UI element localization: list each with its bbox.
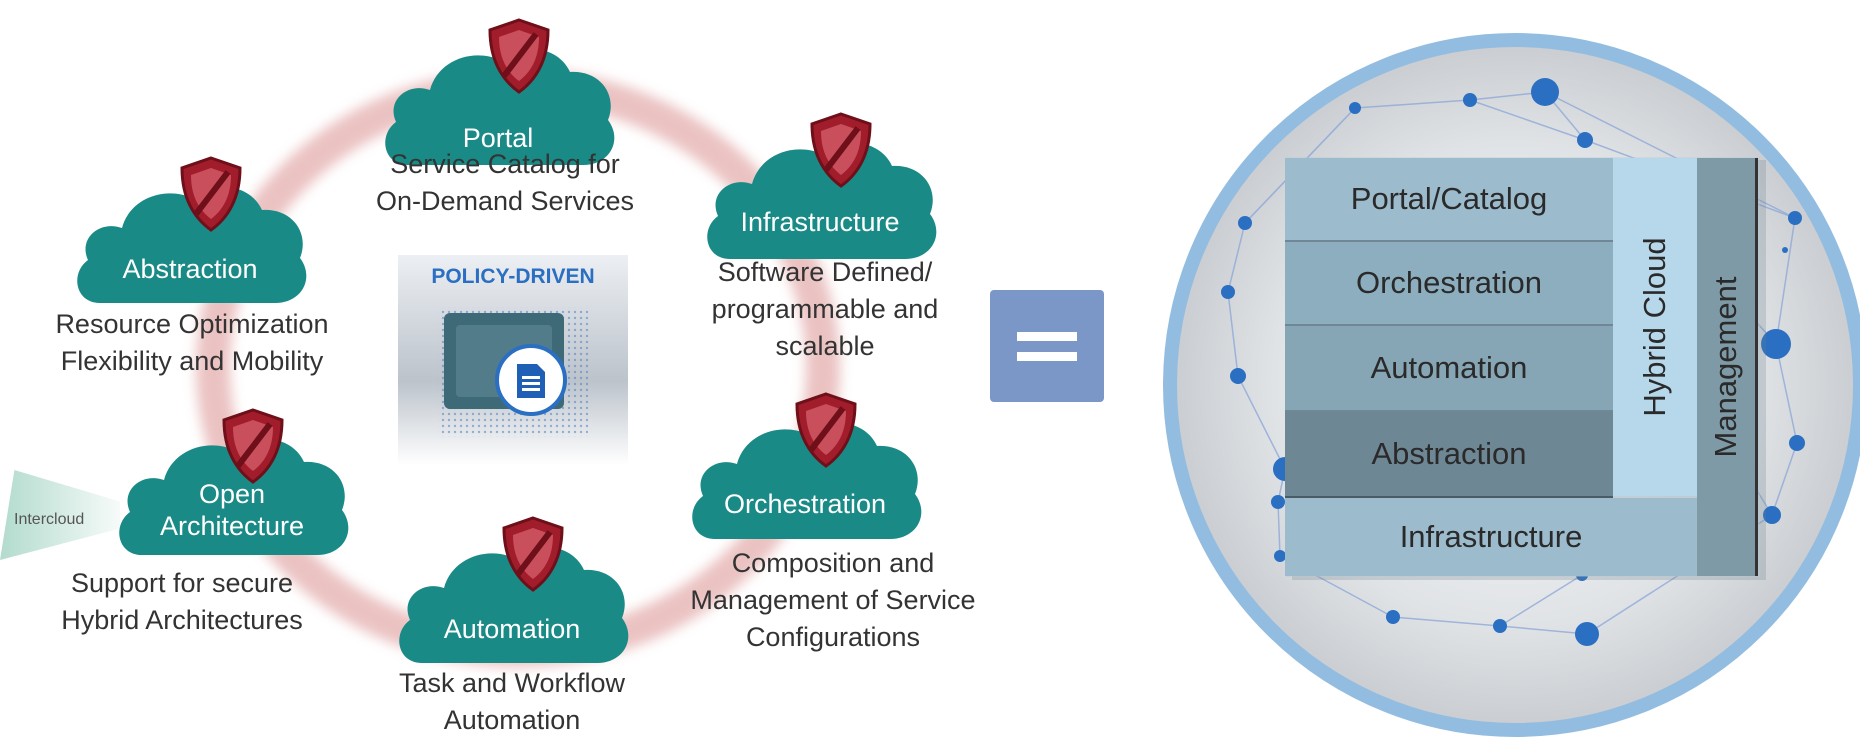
network-link — [1227, 291, 1239, 377]
equals-bar-top — [1017, 332, 1077, 341]
cloud-label-line: Orchestration — [723, 489, 887, 519]
description-line: Composition and — [731, 548, 935, 578]
layer-automation: Automation — [1285, 326, 1613, 412]
equals-symbol — [990, 290, 1104, 402]
network-link — [1469, 99, 1586, 141]
shield-icon — [180, 156, 242, 232]
cloud-infrastructure: Infrastructure — [700, 112, 940, 264]
network-link — [1237, 375, 1286, 470]
description-line: programmable and — [711, 294, 939, 324]
layer-infrastructure-label: Infrastructure — [1399, 519, 1583, 554]
cloud-label-line: Automation — [443, 614, 581, 644]
network-link — [1392, 616, 1501, 627]
shield-icon — [222, 408, 284, 484]
hybrid-cloud-column — [1613, 158, 1697, 496]
network-node — [1782, 247, 1788, 253]
cloud-infrastructure-label: Infrastructure — [700, 206, 940, 238]
network-link — [1775, 217, 1796, 345]
network-link — [1227, 222, 1246, 293]
network-link — [1354, 99, 1471, 109]
policy-driven-graphic: POLICY-DRIVEN — [398, 255, 628, 465]
network-node — [1531, 78, 1559, 106]
description-line: Task and Workflow — [398, 668, 626, 698]
document-icon — [517, 364, 545, 398]
network-node — [1463, 93, 1477, 107]
description-line: Management of Service — [690, 585, 976, 615]
cloud-label-line: Abstraction — [122, 254, 258, 284]
network-node — [1761, 329, 1791, 359]
network-node — [1575, 622, 1599, 646]
description-line: scalable — [775, 331, 875, 361]
cloud-abstraction-label: Abstraction — [70, 253, 310, 285]
description-line: Software Defined/ — [717, 257, 933, 287]
network-node — [1238, 216, 1252, 230]
cloud-automation: Automation — [392, 516, 632, 668]
description-line: On-Demand Services — [375, 186, 635, 216]
layer-automation-label: Automation — [1370, 350, 1528, 385]
layer-abstraction-label: Abstraction — [1371, 436, 1527, 471]
cloud-abstraction: Abstraction — [70, 156, 310, 308]
description-line: Automation — [443, 705, 581, 735]
description-line: Service Catalog for — [390, 149, 620, 179]
description-line: Support for secure — [70, 568, 294, 598]
shield-icon — [488, 18, 550, 94]
policy-chip-graphic — [398, 255, 628, 465]
description-line: Resource Optimization — [55, 309, 329, 339]
cloud-orchestration: Orchestration — [685, 392, 925, 544]
network-node — [1763, 506, 1781, 524]
network-link — [1499, 574, 1583, 627]
network-link — [1499, 625, 1588, 635]
description-line: Configurations — [745, 622, 921, 652]
shield-icon — [795, 392, 857, 468]
cloud-infrastructure-description: Software Defined/programmable and scalabl… — [625, 254, 1025, 365]
network-node — [1577, 132, 1593, 148]
network-node — [1349, 102, 1361, 114]
network-link — [1771, 442, 1798, 516]
description-line: Flexibility and Mobility — [60, 346, 324, 376]
network-node — [1274, 550, 1286, 562]
cloud-label-line: Open — [198, 479, 266, 509]
hybrid-cloud-label: Hybrid Cloud — [1637, 237, 1672, 417]
layer-orchestration-label: Orchestration — [1355, 265, 1543, 300]
network-node — [1789, 435, 1805, 451]
description-line: Hybrid Architectures — [61, 605, 303, 635]
network-node — [1788, 211, 1802, 225]
shield-icon — [502, 516, 564, 592]
layer-infrastructure: Infrastructure — [1285, 498, 1697, 576]
management-label: Management — [1708, 276, 1743, 458]
cloud-portal-label: Portal — [378, 122, 618, 154]
cloud-label-line: Infrastructure — [740, 207, 900, 237]
equals-bar-bottom — [1017, 352, 1077, 361]
network-node — [1271, 495, 1285, 509]
layer-abstraction: Abstraction — [1285, 412, 1613, 498]
cloud-automation-label: Automation — [392, 613, 632, 645]
cloud-orchestration-label: Orchestration — [685, 488, 925, 520]
network-node — [1230, 368, 1246, 384]
layer-orchestration: Orchestration — [1285, 242, 1613, 326]
network-node — [1386, 610, 1400, 624]
management-column — [1697, 158, 1758, 576]
network-link — [1775, 343, 1798, 444]
shield-icon — [810, 112, 872, 188]
intercloud-label: Intercloud — [14, 511, 85, 528]
layer-portal-catalog-label: Portal/Catalog — [1350, 181, 1548, 216]
cloud-label-line: Architecture — [159, 511, 305, 541]
network-link — [1277, 501, 1281, 557]
layer-portal-catalog: Portal/Catalog — [1285, 158, 1613, 242]
network-node — [1221, 285, 1235, 299]
cloud-portal: Portal — [378, 18, 618, 170]
network-node — [1493, 619, 1507, 633]
cloud-label-line: Portal — [462, 123, 534, 153]
policy-driven-title: POLICY-DRIVEN — [431, 265, 595, 288]
